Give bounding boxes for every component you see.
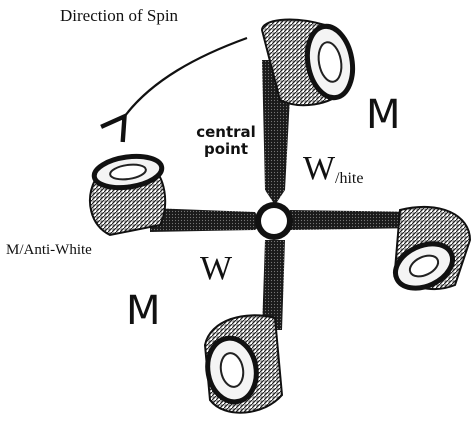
anti-white-label: M/Anti-White (6, 242, 92, 259)
central-point-label: central point (196, 124, 256, 158)
direction-of-spin-label: Direction of Spin (60, 6, 178, 26)
spin-direction-arrow (122, 38, 247, 120)
w-label-bottom-left: W (200, 250, 232, 288)
white-suffix-label: /hite (335, 170, 363, 188)
left-arm (90, 152, 262, 235)
m-label-bottom-left: M (126, 288, 161, 334)
white-w-label: W (303, 150, 335, 188)
right-arm (290, 207, 470, 297)
m-label-top-right: M (366, 92, 401, 138)
